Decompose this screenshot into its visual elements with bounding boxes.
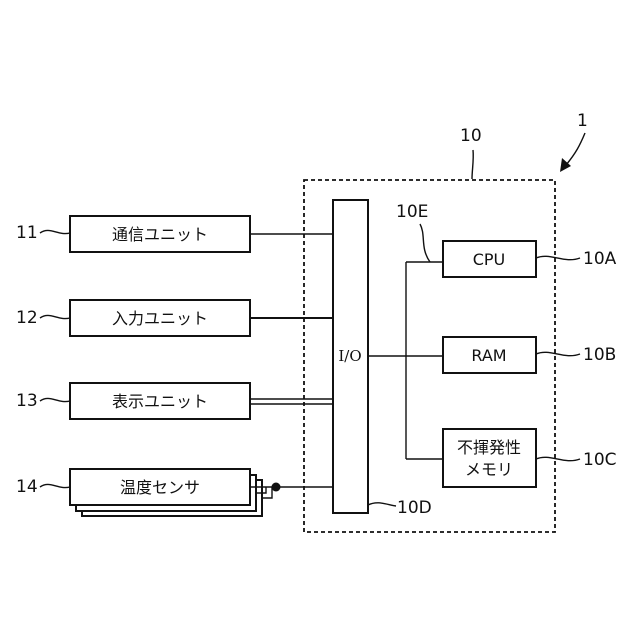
ref-input-leader xyxy=(40,315,70,318)
ref-ram-leader xyxy=(536,352,580,355)
ref-bus-leader xyxy=(420,224,430,262)
ref-io: 10D xyxy=(397,498,432,518)
ram-label: RAM xyxy=(471,346,506,365)
io-label: I/O xyxy=(338,347,361,365)
ref-controller: 10 xyxy=(460,126,482,146)
ref-display: 13 xyxy=(16,391,38,411)
comm-unit-label: 通信ユニット xyxy=(112,225,208,244)
display-unit-label: 表示ユニット xyxy=(112,392,208,411)
ref-temp: 14 xyxy=(16,477,38,497)
ref-device-arrow xyxy=(566,133,585,165)
ref-comm-leader xyxy=(40,230,70,233)
temp-sensor-label: 温度センサ xyxy=(120,478,200,497)
ref-bus: 10E xyxy=(396,202,428,222)
ref-input: 12 xyxy=(16,308,38,328)
ref-device: 1 xyxy=(577,111,588,131)
ref-temp-leader xyxy=(40,484,70,487)
ref-controller-leader xyxy=(472,150,473,179)
ref-cpu-leader xyxy=(536,256,580,259)
ref-nvm: 10C xyxy=(583,450,617,470)
nvm-label-line2: メモリ xyxy=(465,460,513,479)
temp-junction-dot xyxy=(272,483,281,492)
ref-io-leader xyxy=(368,503,396,506)
cpu-label: CPU xyxy=(473,250,506,269)
ref-nvm-leader xyxy=(536,457,580,460)
nvm-label-line1: 不揮発性 xyxy=(457,438,521,457)
ref-display-leader xyxy=(40,398,70,401)
input-unit-label: 入力ユニット xyxy=(112,309,208,328)
ref-cpu: 10A xyxy=(583,249,617,269)
ref-ram: 10B xyxy=(583,345,616,365)
ref-comm: 11 xyxy=(16,223,38,243)
